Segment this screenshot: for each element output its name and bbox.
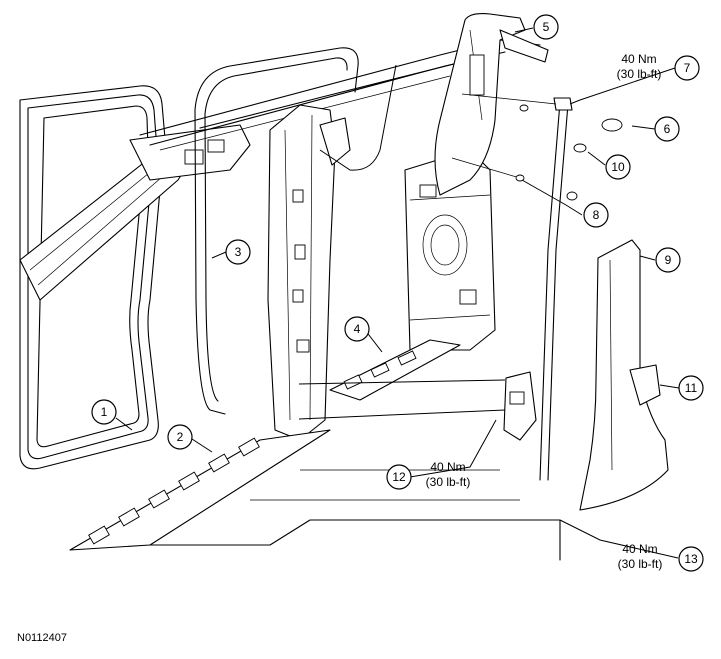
figure-id: N0112407 — [17, 632, 67, 644]
svg-text:6: 6 — [664, 122, 671, 136]
vehicle-body-artwork — [19, 13, 669, 561]
callout-5: 5 — [533, 14, 559, 40]
callout-11: 11 — [678, 375, 704, 401]
torque-spec-7: 40 Nm (30 lb-ft) — [617, 52, 662, 81]
front-door-weatherstrip — [19, 85, 167, 470]
callout-6: 6 — [654, 116, 680, 142]
rear-cab-structure — [404, 149, 496, 351]
torque-metric: 40 Nm — [430, 460, 465, 474]
callout-1: 1 — [91, 399, 117, 425]
front-pillar-structure — [19, 124, 251, 301]
svg-text:12: 12 — [392, 470, 406, 484]
callout-4: 4 — [344, 316, 370, 342]
b-pillar — [267, 104, 351, 441]
torque-metric: 40 Nm — [622, 542, 657, 556]
svg-text:1: 1 — [101, 405, 108, 419]
torque-imperial: (30 lb-ft) — [617, 67, 662, 81]
callout-7: 7 — [674, 55, 700, 81]
torque-imperial: (30 lb-ft) — [618, 557, 663, 571]
rocker-and-scuff-plates — [69, 339, 561, 561]
svg-text:13: 13 — [684, 552, 698, 566]
torque-imperial: (30 lb-ft) — [426, 475, 471, 489]
svg-text:7: 7 — [684, 61, 691, 75]
svg-text:11: 11 — [685, 381, 698, 395]
callout-2: 2 — [167, 424, 193, 450]
callout-3: 3 — [225, 239, 251, 265]
svg-text:2: 2 — [177, 430, 184, 444]
svg-text:3: 3 — [235, 245, 242, 259]
seat-belt-assembly — [451, 93, 573, 481]
callout-8: 8 — [583, 202, 609, 228]
callout-10: 10 — [605, 154, 631, 180]
fasteners — [515, 104, 623, 201]
torque-metric: 40 Nm — [621, 52, 656, 66]
callout-13: 13 — [678, 546, 704, 572]
svg-text:9: 9 — [665, 253, 672, 267]
svg-text:10: 10 — [611, 160, 625, 174]
callout-12: 12 — [386, 464, 412, 490]
torque-spec-12: 40 Nm (30 lb-ft) — [426, 460, 471, 489]
rear-door-weatherstrip — [194, 47, 359, 415]
lower-c-pillar-trim — [579, 239, 669, 511]
upper-c-pillar-trim — [434, 13, 549, 196]
svg-text:5: 5 — [543, 20, 550, 34]
leader-lines — [115, 27, 680, 559]
callout-9: 9 — [655, 247, 681, 273]
torque-spec-13: 40 Nm (30 lb-ft) — [618, 542, 663, 571]
svg-text:8: 8 — [593, 208, 600, 222]
svg-text:4: 4 — [354, 322, 361, 336]
